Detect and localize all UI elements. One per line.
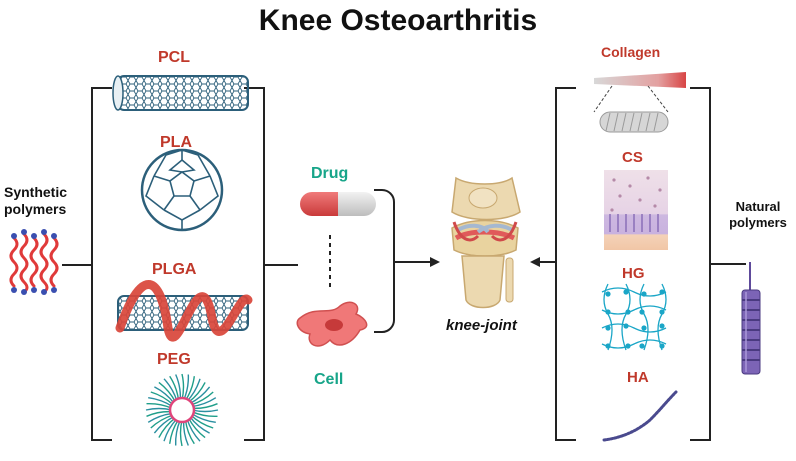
plga-label: PLGA bbox=[152, 261, 197, 278]
ha-chain bbox=[602, 390, 678, 442]
collagen-fiber bbox=[593, 72, 686, 133]
pcl-nanotube bbox=[112, 75, 249, 111]
drug-capsule bbox=[300, 192, 376, 216]
peg-label: PEG bbox=[157, 351, 191, 368]
peg-chain bbox=[186, 418, 201, 442]
natural-label-line2: polymers bbox=[729, 214, 787, 230]
hg-hydrogel bbox=[601, 283, 667, 351]
pla-label: PLA bbox=[160, 134, 192, 151]
drug-label: Drug bbox=[311, 165, 349, 182]
diagram-title: Knee Osteoarthritis bbox=[258, 4, 538, 37]
cs-cartilage bbox=[604, 170, 668, 250]
peg-core bbox=[168, 396, 196, 424]
peg-chain bbox=[190, 391, 214, 406]
plga-helix-nanotube bbox=[115, 280, 253, 342]
knee-joint-icon bbox=[451, 176, 521, 309]
peg-chain bbox=[163, 378, 178, 402]
natural-label-line1: Natural bbox=[735, 199, 781, 214]
pcl-label: PCL bbox=[158, 49, 190, 66]
collagen-label: Collagen bbox=[601, 44, 661, 60]
hg-label: HG bbox=[622, 265, 645, 282]
synthetic-label-line2: polymers bbox=[4, 200, 67, 217]
right-arrow bbox=[530, 257, 556, 267]
pla-fullerene bbox=[140, 148, 224, 232]
natural-polymer-column bbox=[741, 262, 761, 375]
synthetic-polymers-label: Synthetic polymers bbox=[4, 184, 68, 218]
middle-bracket bbox=[374, 189, 440, 333]
synthetic-label-line1: Synthetic bbox=[4, 184, 68, 200]
synthetic-polymer-icon bbox=[9, 229, 59, 295]
peg-micelle bbox=[145, 373, 219, 447]
natural-polymers-label: Natural polymers bbox=[726, 199, 790, 230]
cell-label: Cell bbox=[314, 371, 344, 388]
peg-chain bbox=[191, 409, 219, 413]
peg-chain bbox=[145, 407, 173, 411]
knee-joint-label: knee-joint bbox=[446, 317, 517, 334]
ha-label: HA bbox=[627, 369, 649, 386]
peg-chain bbox=[181, 373, 185, 401]
peg-chain bbox=[179, 419, 183, 447]
left-bracket bbox=[62, 87, 298, 441]
right-bracket bbox=[555, 87, 746, 441]
cs-label: CS bbox=[622, 149, 643, 166]
peg-chain bbox=[150, 414, 174, 429]
cell-icon bbox=[296, 301, 368, 347]
